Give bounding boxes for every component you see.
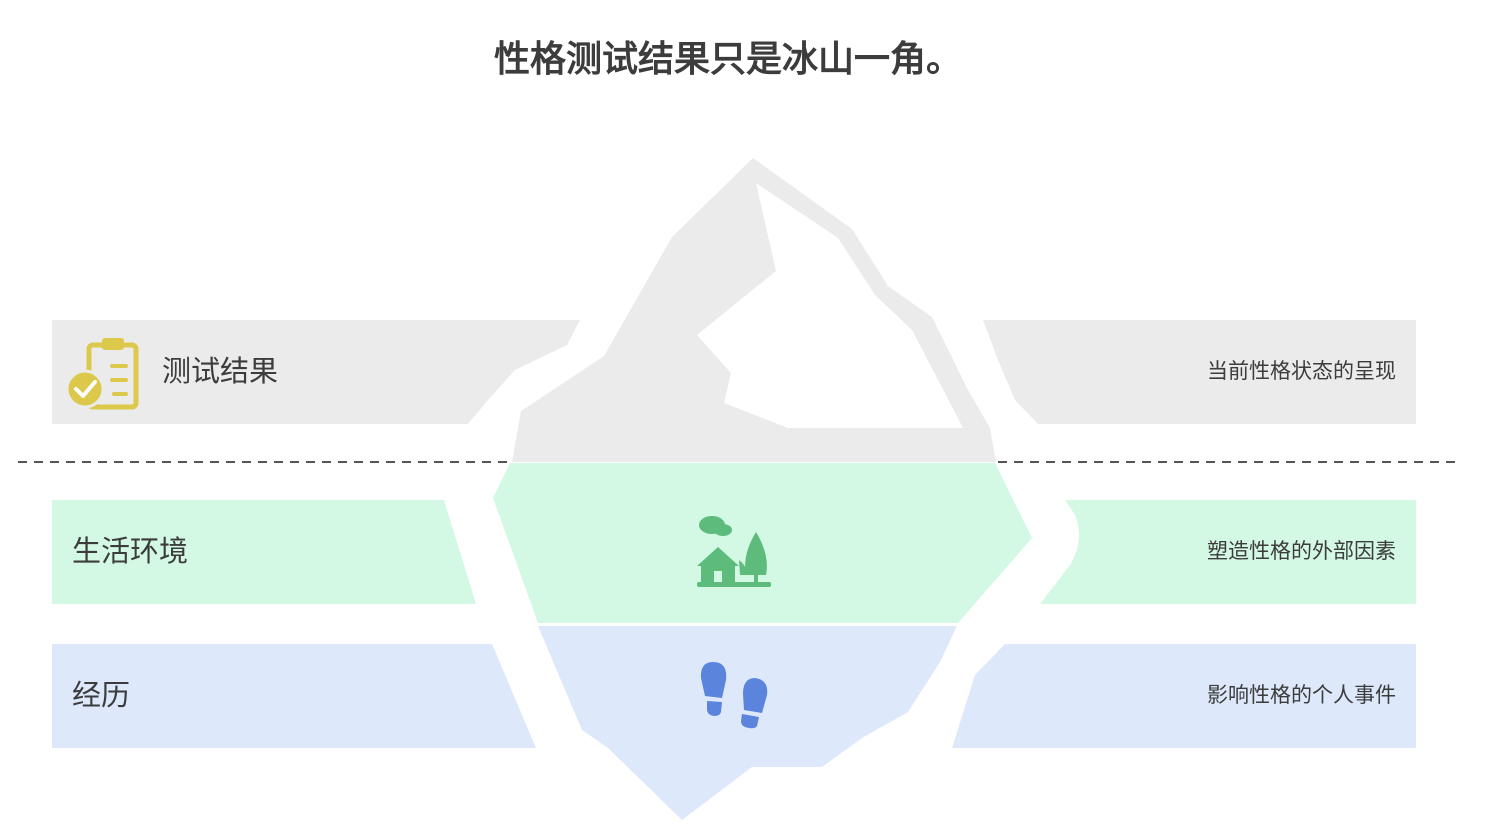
layer-band-bottom [52, 626, 1416, 820]
layer-label-experiences: 经历 [72, 678, 131, 712]
iceberg-middle-section [493, 463, 1032, 623]
layer-description-living-environment: 塑造性格的外部因素 [1207, 539, 1396, 563]
band-top-left [52, 320, 580, 424]
band-bottom-right [952, 644, 1416, 748]
layer-label-test-results: 测试结果 [162, 354, 279, 388]
band-middle-left [52, 500, 476, 604]
iceberg-snow-cap [697, 183, 963, 428]
footprints-icon [700, 662, 768, 729]
band-bottom-left [52, 644, 536, 748]
house-trees-icon [697, 516, 771, 587]
clipboard-check-icon [65, 338, 139, 410]
layer-label-living-environment: 生活环境 [72, 534, 189, 568]
layer-band-middle [52, 463, 1416, 623]
band-middle-right [1040, 500, 1416, 604]
layer-description-test-results: 当前性格状态的呈现 [1207, 359, 1396, 383]
layer-band-top [52, 320, 1416, 424]
layer-description-experiences: 影响性格的个人事件 [1207, 683, 1396, 707]
page-title: 性格测试结果只是冰山一角。 [493, 39, 962, 80]
band-top-right [983, 320, 1416, 424]
iceberg-tip [512, 158, 996, 462]
